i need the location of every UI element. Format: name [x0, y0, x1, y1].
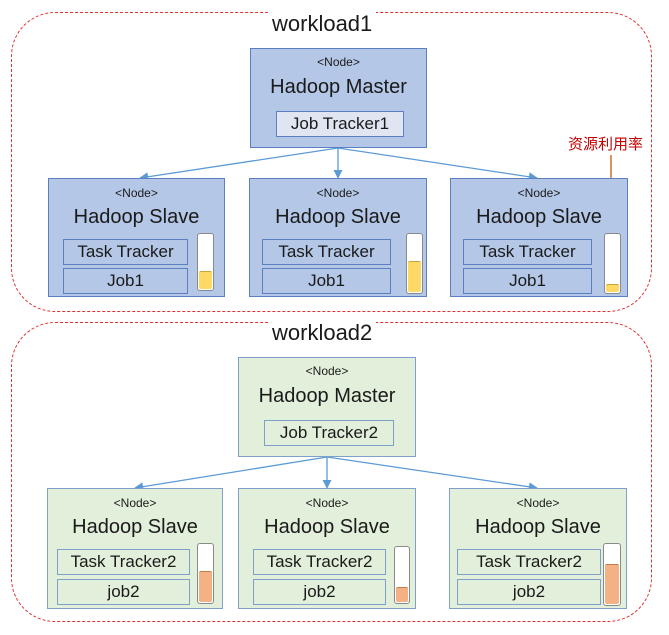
w1-slave-node-1: <Node> Hadoop Slave Task Tracker Job1 — [48, 178, 225, 297]
slave-name: Hadoop Slave — [264, 516, 390, 538]
task-tracker-box: Task Tracker — [63, 239, 188, 265]
job-box: Job1 — [463, 268, 592, 294]
workload1-title: workload1 — [268, 11, 377, 37]
w2-master-node: <Node> Hadoop Master Job Tracker2 — [238, 357, 416, 457]
w1-slave-node-3: <Node> Hadoop Slave Task Tracker Job1 — [450, 178, 628, 297]
node-tag: <Node> — [115, 186, 158, 200]
slave-name: Hadoop Slave — [476, 206, 602, 228]
utilization-gauge — [394, 546, 410, 604]
task-tracker-box: Task Tracker2 — [457, 549, 601, 575]
utilization-gauge — [406, 233, 423, 294]
w1-arrow-slave-3 — [337, 147, 538, 182]
utilization-gauge — [197, 543, 214, 604]
node-tag: <Node> — [113, 496, 157, 510]
w2-arrow-slave-3 — [326, 456, 538, 492]
job-tracker-box: Job Tracker1 — [276, 111, 404, 137]
job-box: job2 — [57, 579, 190, 605]
utilization-fill — [396, 587, 408, 602]
node-tag: <Node> — [516, 496, 560, 510]
utilization-gauge — [603, 543, 621, 606]
job-box: Job1 — [63, 268, 188, 294]
utilization-annotation: 资源利用率 — [568, 136, 644, 153]
workload2-title: workload2 — [268, 320, 377, 346]
w2-arrow-slave-1 — [134, 456, 328, 492]
node-tag: <Node> — [517, 186, 561, 200]
master-name: Hadoop Master — [270, 76, 407, 98]
task-tracker-box: Task Tracker2 — [57, 549, 190, 575]
node-tag: <Node> — [316, 186, 360, 200]
w2-slave-node-2: <Node> Hadoop Slave Task Tracker2 job2 — [238, 488, 416, 609]
utilization-gauge — [197, 233, 214, 291]
w1-arrow-slave-1 — [139, 147, 339, 182]
job-tracker-box: Job Tracker2 — [264, 420, 394, 446]
node-tag: <Node> — [317, 55, 360, 69]
slave-name: Hadoop Slave — [72, 516, 198, 538]
w2-slave-node-3: <Node> Hadoop Slave Task Tracker2 job2 — [449, 488, 627, 609]
node-tag: <Node> — [305, 364, 349, 378]
job-box: Job1 — [262, 268, 391, 294]
utilization-fill — [199, 570, 212, 602]
slave-name: Hadoop Slave — [475, 516, 601, 538]
task-tracker-box: Task Tracker — [262, 239, 391, 265]
utilization-fill — [408, 260, 421, 292]
utilization-fill — [605, 563, 619, 604]
w1-master-node: <Node> Hadoop Master Job Tracker1 — [250, 48, 427, 148]
master-name: Hadoop Master — [258, 385, 396, 407]
w2-slave-node-1: <Node> Hadoop Slave Task Tracker2 job2 — [47, 488, 223, 609]
utilization-fill — [606, 283, 619, 292]
node-tag: <Node> — [305, 496, 349, 510]
task-tracker-box: Task Tracker2 — [253, 549, 386, 575]
job-box: job2 — [253, 579, 386, 605]
task-tracker-box: Task Tracker — [463, 239, 592, 265]
utilization-gauge — [604, 233, 621, 294]
slave-name: Hadoop Slave — [73, 206, 200, 228]
w1-slave-node-2: <Node> Hadoop Slave Task Tracker Job1 — [249, 178, 427, 297]
utilization-fill — [199, 270, 212, 289]
job-box: job2 — [457, 579, 601, 605]
slave-name: Hadoop Slave — [275, 206, 401, 228]
